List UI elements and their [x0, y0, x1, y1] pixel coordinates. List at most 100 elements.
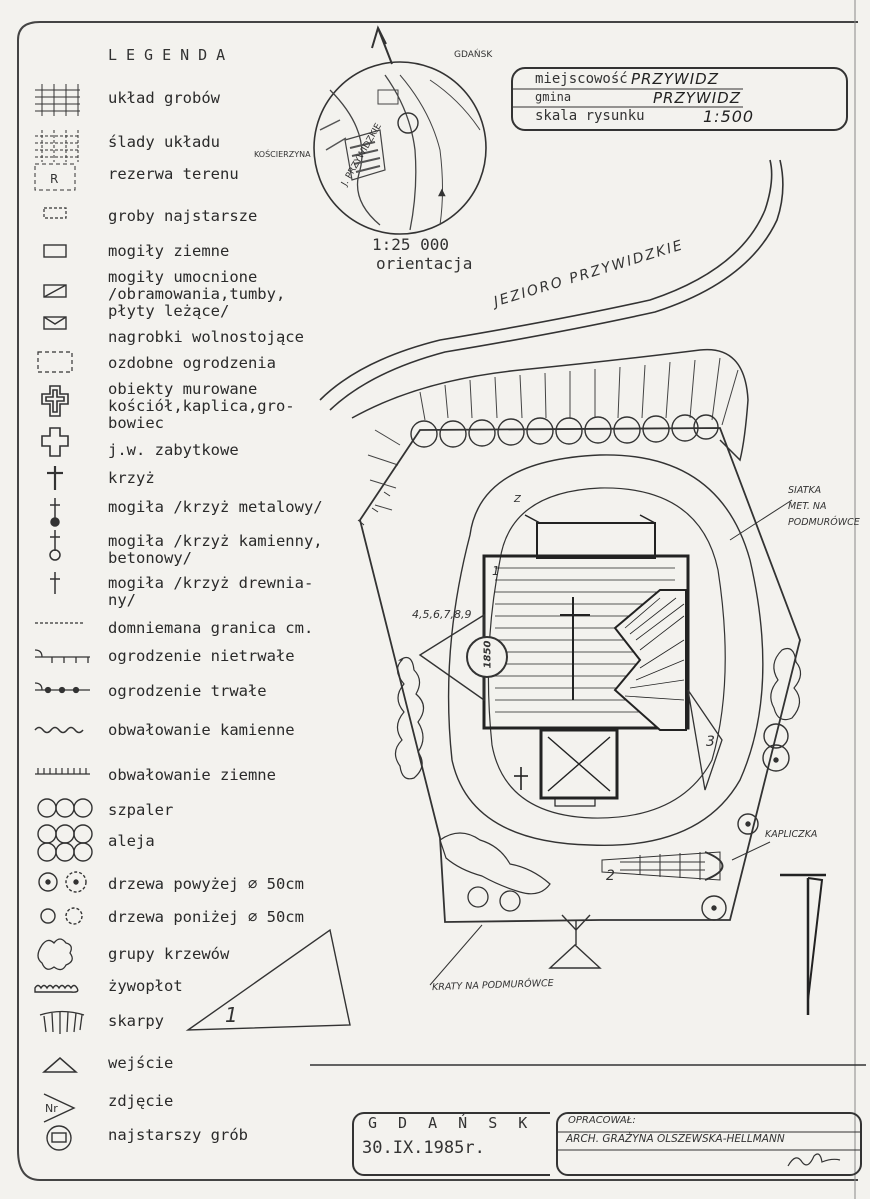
legend-label-earth-graves: mogiły ziemne [108, 242, 230, 260]
legend-label-ornamental-fence: ozdobne ogrodzenia [108, 354, 276, 372]
chapel-graves [601, 851, 724, 881]
place-value: PRZYWIDZ [631, 70, 719, 88]
photo-icon: Nr [43, 1093, 76, 1123]
entrance-gate [548, 914, 602, 969]
reserve-icon: R [34, 163, 76, 191]
footer-city-box [352, 1112, 550, 1176]
inset-label-gdansk: GDAŃSK [454, 50, 493, 60]
lake-shoreline [319, 159, 773, 401]
stone-embankment-icon [34, 726, 84, 734]
slope-number: 1 [225, 1003, 238, 1027]
prepared-label: OPRACOWAŁ: [568, 1115, 636, 1126]
tree-row [410, 414, 719, 448]
living-hedge-icon [34, 984, 79, 993]
scale-label: skala rysunku [535, 108, 645, 124]
legend-label-grave-grid: układ grobów [108, 89, 220, 107]
grave-cross [514, 767, 528, 790]
marker-3: 3 [706, 734, 715, 750]
legend-label-wooden-cross: mogiła /krzyż drewnia- ny/ [108, 574, 314, 609]
shrub-group-bottom [439, 832, 551, 895]
masonry-icon [41, 385, 69, 417]
legend-label-hedge-row: szpaler [108, 801, 174, 819]
legend-label-oldest-grave: najstarszy grób [108, 1126, 248, 1144]
footer-date: 30.IX.1985r. [362, 1138, 485, 1158]
legend-label-reserve: rezerwa terenu [108, 165, 239, 183]
legend-label-grave-trace: ślady układu [108, 133, 220, 151]
author-name: ARCH. GRAŻYNA OLSZEWSKA-HELLMANN [566, 1133, 785, 1145]
tombstone-icon [43, 316, 67, 330]
shrub-group-left [394, 657, 425, 780]
inset-label-koscierzyna: KOŚCIERZYNA [254, 150, 311, 159]
legend-label-perm-fence: ogrodzenie trwałe [108, 682, 267, 700]
legend-label-alley: aleja [108, 832, 155, 850]
year-badge: 1850 [482, 640, 494, 669]
earth-embankment-icon [35, 768, 90, 775]
legend-label-oldest-graves: groby najstarsze [108, 207, 258, 225]
entrance-icon [42, 1057, 78, 1073]
stone-cross-icon [49, 530, 61, 561]
grave-trace-icon [35, 130, 80, 162]
shrubs-icon [37, 938, 73, 971]
legend-label-living-hedge: żywopłot [108, 977, 183, 995]
perm-fence-icon [34, 682, 90, 694]
marker-2: 2 [606, 868, 615, 884]
inset-caption: orientacja [376, 254, 473, 273]
historic-masonry-icon [41, 427, 69, 457]
legend-label-small-trees: drzewa poniżej ∅ 50cm [108, 908, 304, 926]
right-trees [701, 723, 790, 921]
svg-text:▲: ▲ [438, 187, 446, 198]
ornamental-fence-icon [37, 351, 73, 373]
inner-path [447, 454, 764, 847]
legend-label-masonry: obiekty murowane kościół,kaplica,gro- bo… [108, 380, 295, 432]
marker-1: 1 [492, 564, 500, 578]
legend-label-metal-cross: mogiła /krzyż metalowy/ [108, 498, 323, 516]
commune-value: PRZYWIDZ [653, 89, 741, 107]
footer-author-box: OPRACOWAŁ: ARCH. GRAŻYNA OLSZEWSKA-HELLM… [556, 1112, 862, 1176]
legend-label-entrance: wejście [108, 1054, 174, 1072]
outer-boundary [351, 348, 749, 462]
legend-label-tombstones: nagrobki wolnostojące [108, 328, 304, 346]
footer-city: G D A Ń S K [368, 1114, 534, 1132]
signature [787, 1153, 841, 1167]
year-badge-circle [466, 636, 508, 678]
cemetery-fence [359, 427, 801, 923]
small-trees-icon [40, 907, 83, 925]
legend-label-boundary: domniemana granica cm. [108, 619, 314, 637]
legend-label-photo: zdjęcie [108, 1092, 174, 1110]
cross-icon [47, 466, 63, 490]
oldest-graves-icon [43, 207, 67, 219]
legend-label-historic-masonry: j.w. zabytkowe [108, 441, 239, 459]
legend-icons: R [34, 84, 93, 1151]
title-stamp: miejscowość PRZYWIDZ gmina PRZYWIDZ skal… [511, 67, 848, 131]
scale-value: 1:500 [703, 107, 755, 126]
slope-hatching [367, 357, 739, 511]
hedge-row-icon [37, 798, 93, 818]
big-trees-icon [38, 871, 87, 893]
legend-label-earth-embankment: obwałowanie ziemne [108, 766, 276, 784]
legend-label-cross: krzyż [108, 469, 155, 487]
commune-label: gmina [535, 90, 572, 104]
earth-grave-icon [43, 244, 67, 258]
legend-label-slopes: skarpy [108, 1012, 164, 1030]
legend-label-big-trees: drzewa powyżej ∅ 50cm [108, 875, 304, 893]
fence-note: SIATKA MET. NA PODMURÓWCE [788, 485, 860, 528]
legend-label-shrubs: grupy krzewów [108, 945, 230, 963]
legend-label-temp-fence: ogrodzenie nietrwałe [108, 647, 295, 665]
svg-text:R: R [50, 172, 58, 186]
marker-z: Z [514, 494, 521, 505]
inset-scale: 1:25 000 [372, 235, 450, 254]
oldest-grave-icon [46, 1125, 72, 1151]
legend-label-stone-cross: mogiła /krzyż kamienny, betonowy/ [108, 532, 323, 567]
legend-title: LEGENDA [108, 46, 235, 64]
grave-grid-icon [35, 84, 80, 116]
church-building [482, 514, 690, 807]
north-arrow-icon [780, 873, 826, 1015]
metal-cross-icon [50, 498, 60, 527]
chapel-label: KAPLICZKA [765, 829, 818, 840]
slope-triangle [185, 928, 351, 1031]
temp-fence-icon [34, 649, 90, 663]
legend-label-stone-embankment: obwałowanie kamienne [108, 721, 295, 739]
